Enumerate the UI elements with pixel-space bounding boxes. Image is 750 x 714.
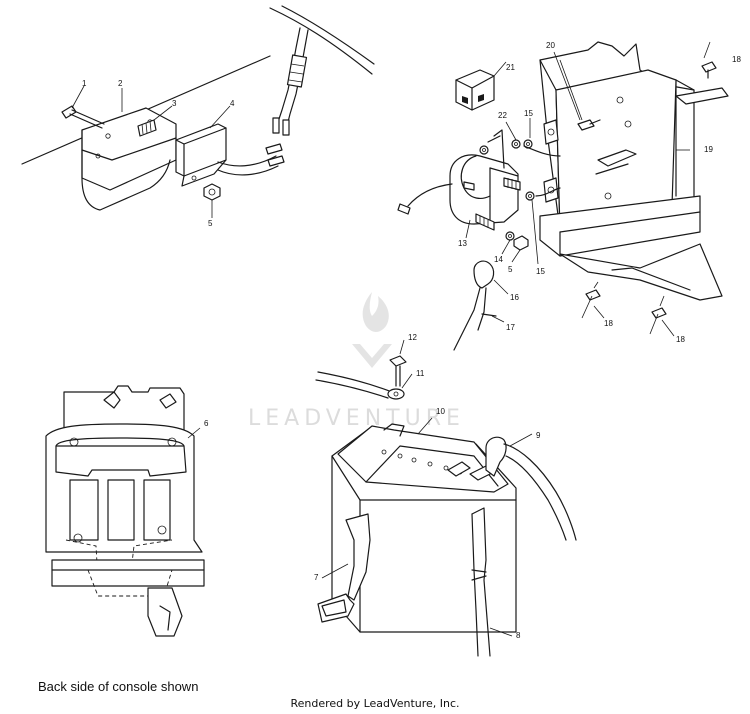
callout-18-bottom: 18 (676, 335, 685, 344)
callout-4: 4 (230, 99, 235, 108)
callout-17: 17 (506, 323, 515, 332)
callout-14: 14 (494, 255, 503, 264)
callout-22: 22 (498, 111, 507, 120)
watermark-text: LEADVENTURE (248, 406, 465, 431)
callout-11: 11 (416, 369, 425, 378)
callout-15-top: 15 (524, 109, 533, 118)
watermark-logo: LEADVENTURE (248, 292, 465, 431)
regulator-group (21, 5, 375, 218)
callout-12: 12 (408, 333, 417, 342)
callout-15-bottom: 15 (536, 267, 545, 276)
battery-box-group (45, 385, 205, 637)
callout-8: 8 (516, 631, 521, 640)
callout-2: 2 (118, 79, 123, 88)
callout-5-right: 5 (508, 265, 513, 274)
credit-text: Rendered by LeadVenture, Inc. (290, 697, 460, 710)
caption-text: Back side of console shown (38, 679, 199, 694)
callout-10: 10 (436, 407, 445, 416)
callout-1: 1 (82, 79, 87, 88)
callout-18-top: 18 (732, 55, 741, 64)
callout-9: 9 (536, 431, 541, 440)
callout-16: 16 (510, 293, 519, 302)
callout-3: 3 (172, 99, 177, 108)
callout-20: 20 (546, 41, 555, 50)
callout-7: 7 (314, 573, 319, 582)
battery-group (315, 339, 577, 657)
callout-19: 19 (704, 145, 713, 154)
callout-6: 6 (204, 419, 209, 428)
callout-5-left: 5 (208, 219, 213, 228)
callout-labels: 1 2 3 4 5 21 20 18 15 22 19 13 14 5 15 1… (82, 41, 741, 640)
solenoid-bracket-group (397, 41, 729, 351)
callout-21: 21 (506, 63, 515, 72)
callout-13: 13 (458, 239, 467, 248)
callout-18-middle: 18 (604, 319, 613, 328)
